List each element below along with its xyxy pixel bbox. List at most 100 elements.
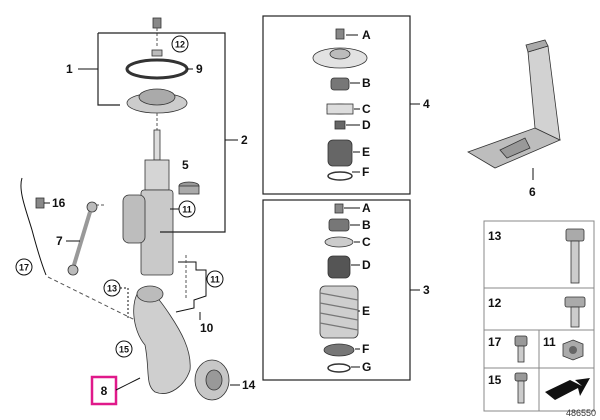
label-1: 1 (66, 62, 73, 76)
group-1-bracket-line (97, 33, 120, 106)
group-3-letter-leaders (344, 207, 360, 368)
arrow-shape (545, 378, 590, 400)
label-11-circle-lower: 11 (210, 275, 220, 285)
shock-upper (144, 159, 170, 191)
bump-stop-d (327, 255, 351, 279)
coil-spring-lines (319, 292, 359, 331)
tool-slot (499, 137, 531, 159)
stabilizer-link (67, 201, 106, 276)
label-16: 16 (52, 196, 66, 210)
box4-letter-d: D (362, 118, 371, 132)
callout-circle-17 (15, 258, 33, 276)
link-rod (72, 211, 92, 266)
box4-letter-a: A (362, 28, 371, 42)
callout-circle-12 (171, 35, 189, 53)
highlight-box-8 (90, 375, 118, 406)
box3-letter-f: F (362, 342, 369, 356)
label-7: 7 (56, 234, 63, 248)
bolt-head (565, 228, 585, 242)
link-joint-lower (67, 264, 79, 276)
box3-letter-g: G (362, 360, 371, 374)
box4-letter-b: B (362, 76, 371, 90)
mount-b-top (329, 48, 351, 60)
box4-letter-f: F (362, 165, 369, 179)
label-11: 11 (543, 335, 556, 349)
box3-letter-c: C (362, 235, 371, 249)
shock-bracket (122, 194, 146, 244)
label-15: 15 (488, 373, 502, 387)
bump-stop-body (178, 185, 200, 195)
callout-circle-15 (115, 340, 133, 358)
group-2-bracket-line (98, 32, 226, 233)
box3-letter-b: B (362, 218, 371, 232)
knuckle-top (136, 285, 164, 303)
bolt-shank (517, 345, 525, 363)
bolt-head (514, 372, 528, 382)
label-12: 12 (488, 296, 502, 310)
flange-bolt (564, 296, 586, 328)
arrow-icon (545, 378, 590, 400)
callout-circle-11 (206, 270, 224, 288)
steering-knuckle (133, 285, 191, 394)
special-tool (467, 39, 561, 169)
label-13-circle: 13 (107, 284, 117, 294)
long-bolt (565, 228, 585, 284)
bearing-b (328, 218, 350, 232)
group-4-parts (312, 28, 368, 181)
label-9: 9 (196, 62, 203, 76)
bolt-shank (570, 240, 580, 284)
support-ring (125, 58, 189, 80)
label-17: 17 (488, 335, 502, 349)
top-nut (152, 17, 162, 29)
knuckle-body (133, 289, 191, 394)
socket-bolt (514, 335, 528, 363)
label-14: 14 (242, 378, 256, 392)
ring-g (327, 363, 351, 373)
tool-top (525, 39, 549, 53)
leader-13 (120, 287, 129, 320)
label-13: 13 (488, 229, 502, 243)
washer-c (324, 236, 354, 248)
label-2: 2 (241, 133, 248, 147)
label-11-circle-upper: 11 (182, 205, 192, 215)
reference-number: 486550 (566, 408, 596, 418)
axis-line (47, 276, 136, 321)
label-4: 4 (423, 97, 430, 111)
seat-f (323, 343, 355, 357)
box3-letter-a: A (362, 201, 371, 215)
nut-a (335, 28, 345, 40)
piston-rod (153, 129, 161, 161)
wheel-hub (194, 359, 230, 401)
label-10: 10 (200, 321, 214, 335)
group-4-letter-leaders (346, 34, 360, 173)
label-3: 3 (423, 283, 430, 297)
strut-assembly (122, 17, 200, 276)
bolt-head (514, 335, 528, 347)
bolt-head (564, 296, 586, 308)
nut-d (334, 120, 346, 130)
washer-c-body (326, 103, 354, 115)
ring-f (327, 171, 353, 181)
bracket-outline (175, 261, 207, 313)
box4-letter-c: C (362, 102, 371, 116)
box3-letter-e: E (362, 304, 370, 318)
strut-mount-top (138, 88, 176, 106)
fastener-grid (483, 220, 595, 412)
tool-upright (527, 45, 561, 141)
sensor-bracket (175, 255, 207, 313)
label-8: 8 (101, 384, 108, 398)
box4-letter-e: E (362, 145, 370, 159)
nut-hole (569, 346, 577, 354)
group-3-parts (319, 203, 359, 373)
group-4-box (262, 15, 411, 195)
hub-center (205, 369, 223, 391)
box3-letter-d: D (362, 258, 371, 272)
bump-stop-e (327, 139, 353, 167)
sensor-cable (20, 177, 47, 276)
bolt-shank (570, 306, 580, 328)
leader-8 (115, 377, 141, 391)
label-5: 5 (182, 158, 189, 172)
label-15-circle: 15 (119, 345, 129, 355)
bolt-shank (517, 380, 525, 404)
